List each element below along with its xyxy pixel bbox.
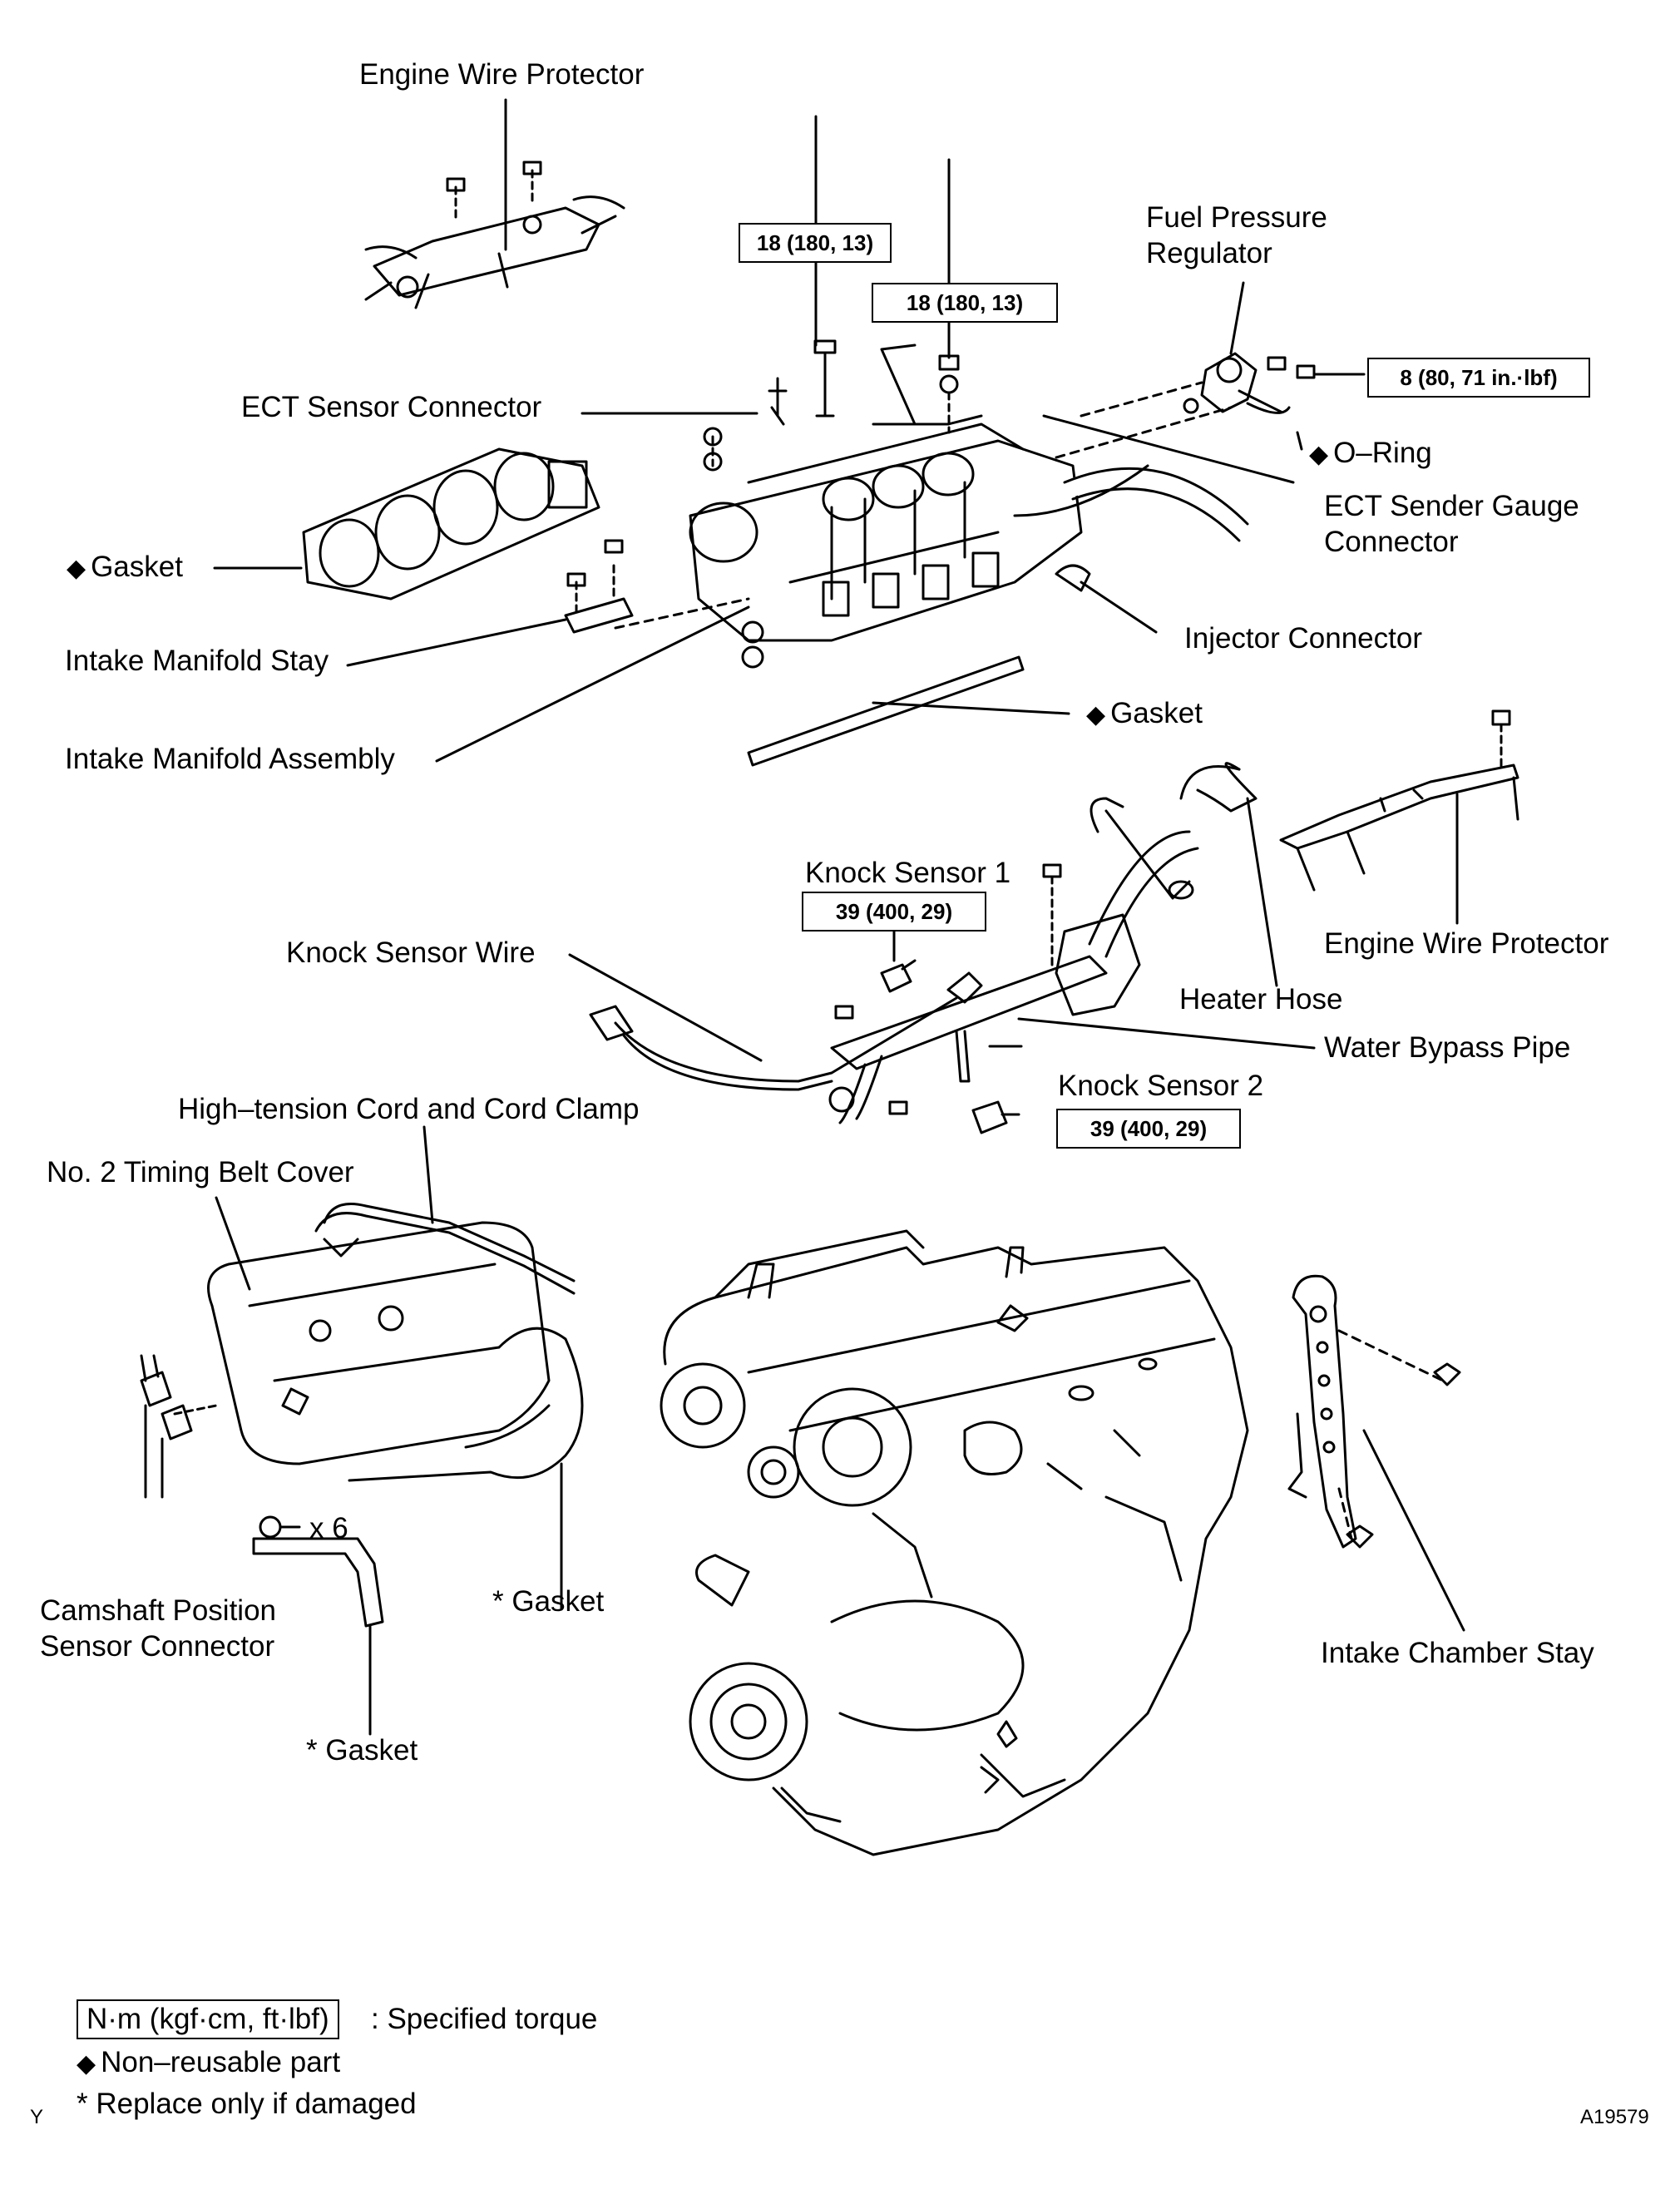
label-injector-connector: Injector Connector xyxy=(1184,622,1422,655)
label-ect-sensor-connector: ECT Sensor Connector xyxy=(241,391,542,423)
label-o-ring-text: O–Ring xyxy=(1333,437,1432,469)
timing-cover-gasket-part xyxy=(348,1327,584,1482)
heater-hose-part xyxy=(1090,762,1258,900)
label-x6: x 6 xyxy=(309,1512,348,1544)
label-gasket-left: ◆Gasket xyxy=(67,551,183,586)
label-ect-sender-gauge-connector: ECT Sender Gauge Connector xyxy=(1324,490,1579,558)
label-heater-hose: Heater Hose xyxy=(1179,983,1343,1016)
intake-manifold-assembly-part xyxy=(689,343,1257,642)
engine-wire-protector-top-part xyxy=(364,161,625,309)
leader-camshaft-sensor xyxy=(144,1404,164,1499)
leader-ect-sender-gauge-connector xyxy=(1042,414,1295,484)
non-reusable-symbol: ◆ xyxy=(67,555,86,582)
label-knock-sensor-2: Knock Sensor 2 xyxy=(1058,1070,1264,1102)
intake-manifold-stay-part xyxy=(564,539,634,634)
knock-sensor-wire-part xyxy=(589,971,983,1091)
lower-gasket-part xyxy=(747,655,1025,767)
label-intake-manifold-stay: Intake Manifold Stay xyxy=(65,645,329,677)
label-camshaft-position-sensor-connector: Camshaft Position Sensor Connector xyxy=(40,1594,277,1663)
leader-intake-manifold-assembly xyxy=(435,605,750,763)
torque-knock-sensor-1: 39 (400, 29) xyxy=(802,892,986,932)
label-no2-timing-belt-cover: No. 2 Timing Belt Cover xyxy=(47,1156,354,1188)
legend-non-reusable: ◆Non–reusable part xyxy=(77,2046,340,2081)
torque-bolt-right: 18 (180, 13) xyxy=(872,283,1058,323)
footer-left-code: Y xyxy=(30,2106,44,2128)
leader-injector-connector xyxy=(1080,581,1158,634)
label-engine-wire-protector-right: Engine Wire Protector xyxy=(1324,927,1609,960)
leader-gasket-lower xyxy=(872,701,1070,715)
intake-chamber-stay-part xyxy=(1287,1274,1461,1549)
small-gasket-part xyxy=(252,1537,384,1628)
label-o-ring: ◆O–Ring xyxy=(1309,437,1432,472)
label-water-bypass-pipe: Water Bypass Pipe xyxy=(1324,1031,1571,1064)
legend-torque-unit: N·m (kgf·cm, ft·lbf) xyxy=(77,1999,339,2039)
leader-o-ring xyxy=(1296,431,1303,451)
legend-non-reusable-text: Non–reusable part xyxy=(101,2046,341,2078)
legend-replace: * Replace only if damaged xyxy=(77,2088,417,2120)
torque-bolt-left: 18 (180, 13) xyxy=(739,223,892,263)
leader-no2-timing-belt-cover xyxy=(215,1196,251,1291)
leader-intake-chamber-stay xyxy=(1362,1429,1465,1632)
leader-fuel-pressure-regulator xyxy=(1229,281,1245,355)
knock-sensors xyxy=(834,863,1062,1134)
non-reusable-symbol: ◆ xyxy=(77,2050,96,2078)
non-reusable-symbol: ◆ xyxy=(1309,441,1329,468)
camshaft-position-sensor-connector-part xyxy=(140,1354,218,1441)
torque-regulator: 8 (80, 71 in.·lbf) xyxy=(1367,358,1590,398)
leader-knock-sensor-wire xyxy=(568,953,763,1062)
torque-knock-sensor-2: 39 (400, 29) xyxy=(1056,1109,1241,1149)
label-knock-sensor-wire: Knock Sensor Wire xyxy=(286,936,536,969)
high-tension-cord-part xyxy=(314,1203,576,1295)
label-knock-sensor-1: Knock Sensor 1 xyxy=(805,857,1011,889)
label-gasket-left-text: Gasket xyxy=(91,551,183,583)
label-gasket-star-1: * Gasket xyxy=(492,1585,605,1618)
engine-wire-protector-right-part xyxy=(1279,709,1519,892)
label-engine-wire-protector-top: Engine Wire Protector xyxy=(359,58,645,91)
label-intake-chamber-stay: Intake Chamber Stay xyxy=(1321,1637,1594,1669)
figure-id: A19579 xyxy=(1580,2106,1649,2128)
label-high-tension-cord: High–tension Cord and Cord Clamp xyxy=(178,1093,640,1125)
timing-belt-cover-part xyxy=(207,1221,551,1465)
engine-block-part xyxy=(660,1229,1249,1856)
cover-bolt-part xyxy=(259,1515,301,1539)
leader-intake-manifold-stay xyxy=(346,618,567,667)
legend-torque-desc: : Specified torque xyxy=(371,2003,598,2035)
intake-manifold-gasket-part xyxy=(302,447,600,600)
leader-high-tension-cord xyxy=(422,1125,434,1224)
dashed-stay-line xyxy=(614,597,750,630)
label-gasket-star-2: * Gasket xyxy=(306,1734,418,1767)
fuel-pressure-regulator-part xyxy=(1055,352,1316,459)
injector-connector-part xyxy=(1055,564,1091,592)
leader-heater-hose xyxy=(1246,797,1278,987)
label-intake-manifold-assembly: Intake Manifold Assembly xyxy=(65,743,395,775)
label-gasket-lower-text: Gasket xyxy=(1110,697,1203,729)
leader-water-bypass-pipe xyxy=(1017,1017,1316,1050)
label-gasket-lower: ◆Gasket xyxy=(1086,697,1203,732)
non-reusable-symbol: ◆ xyxy=(1086,701,1106,729)
label-fuel-pressure-regulator: Fuel Pressure Regulator xyxy=(1146,201,1327,269)
